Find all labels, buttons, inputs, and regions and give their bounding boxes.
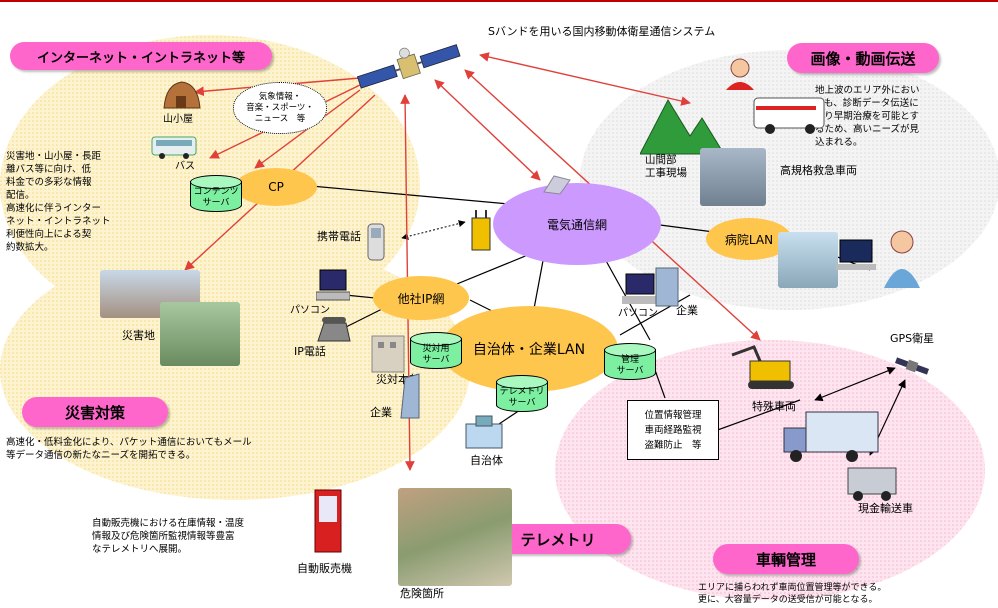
vehicle-function-text: 位置情報管理 車両経路監視 盗難防止 等 bbox=[644, 409, 702, 451]
telemetry-server-label: テレメトリ サーバ bbox=[499, 387, 545, 408]
telemetry-label: テレメトリ bbox=[485, 524, 631, 554]
rescue-workers-image bbox=[160, 302, 240, 366]
disaster-server-label: 災対用 サーバ bbox=[422, 344, 450, 365]
image-label: 画像・動画伝送 bbox=[787, 43, 939, 73]
contents-server: コンテンツ サーバ bbox=[190, 175, 242, 219]
gps-satellite-icon bbox=[895, 357, 929, 375]
image-desc: 地上波のエリア外におい ても、診断データ伝送に より早期治療を可能とす るため、… bbox=[815, 85, 920, 148]
hospital-image bbox=[778, 232, 838, 288]
construction-site-image bbox=[700, 148, 766, 206]
telemetry-desc: 自動販売機における在庫情報・温度 情報及び危険箇所監視情報等豊富 なテレメトリへ… bbox=[92, 518, 245, 555]
special-vehicle-image bbox=[731, 345, 794, 389]
content-bubble-text: 気象情報・ 音楽・スポーツ・ ニュース 等 bbox=[246, 91, 314, 124]
cp-label: CP bbox=[268, 180, 284, 194]
pasokon-label-2: パソコン bbox=[618, 308, 658, 319]
internet-desc: 災害地・山小屋・長距 離バス等に向け、低 料金での多彩な情報 配信。 高速化に伴… bbox=[6, 151, 111, 253]
mountain-hut-image bbox=[163, 81, 201, 109]
vending-label: 自動販売機 bbox=[297, 562, 352, 575]
danger-label: 危険箇所 bbox=[400, 587, 444, 600]
kigyo-label-1: 企業 bbox=[370, 406, 392, 419]
disaster-server: 災対用 サーバ bbox=[410, 332, 462, 376]
telecom-network-node: 電気通信網 bbox=[493, 183, 661, 265]
operator-image bbox=[726, 58, 754, 90]
kigyo-label-2: 企業 bbox=[676, 304, 698, 317]
saigaichi-label: 災害地 bbox=[122, 329, 155, 342]
yamagoya-label: 山小屋 bbox=[163, 114, 193, 125]
pasokon-label-1: パソコン bbox=[290, 305, 330, 316]
vehicle-label: 車輌管理 bbox=[713, 544, 859, 574]
hospital-lan-node: 病院LAN bbox=[706, 218, 792, 260]
management-server-label: 管理 サーバ bbox=[616, 355, 644, 376]
bus-image bbox=[151, 136, 197, 159]
vehicle-function-box: 位置情報管理 車両経路監視 盗難防止 等 bbox=[627, 400, 719, 460]
jichitai-label: 自治体 bbox=[470, 454, 503, 467]
satellite-icon bbox=[356, 44, 461, 89]
disaster-label: 災害対策 bbox=[22, 397, 168, 427]
local-gov-label: 自治体・企業LAN bbox=[472, 342, 586, 358]
disaster-desc: 高速化・低料金化により、パケット通信においてもメール 等データ通信の新たなニーズ… bbox=[6, 437, 252, 461]
vending-machine-image bbox=[314, 489, 342, 553]
internet-label: インターネット・イントラネット等 bbox=[10, 42, 272, 70]
cp-node: CP bbox=[235, 168, 317, 206]
mountain-image bbox=[640, 98, 724, 155]
other-ip-label: 他社IP網 bbox=[397, 291, 445, 306]
cash-transport-label: 現金輸送車 bbox=[858, 502, 913, 515]
telemetry-server: テレメトリ サーバ bbox=[496, 375, 548, 419]
computer-icon-1 bbox=[316, 269, 350, 301]
gps-label: GPS衛星 bbox=[890, 332, 935, 345]
truck-image bbox=[783, 411, 879, 462]
keitai-label: 携帯電話 bbox=[317, 230, 361, 243]
company-building-image-2 bbox=[655, 267, 679, 307]
contents-server-label: コンテンツ サーバ bbox=[193, 187, 239, 208]
other-ip-node: 他社IP網 bbox=[373, 276, 469, 320]
hospital-label: 病院LAN bbox=[724, 232, 774, 247]
content-bubble: 気象情報・ 音楽・スポーツ・ ニュース 等 bbox=[233, 82, 327, 134]
computer-icon-hospital bbox=[836, 239, 876, 270]
exchange-icon bbox=[543, 175, 571, 195]
cash-transport-image bbox=[847, 467, 897, 501]
disaster-hq-image bbox=[371, 335, 405, 373]
base-station-icon bbox=[471, 210, 491, 251]
sankan-label: 山間部 工事現場 bbox=[645, 154, 687, 179]
ip-phone-label: IP電話 bbox=[294, 345, 326, 358]
danger-site-image bbox=[398, 488, 512, 586]
computer-icon-2 bbox=[622, 273, 658, 304]
bus-label: バス bbox=[175, 161, 195, 172]
local-gov-building-image bbox=[465, 415, 503, 449]
ip-phone-icon bbox=[317, 317, 351, 342]
special-vehicle-label: 特殊車両 bbox=[752, 400, 796, 413]
telecom-label: 電気通信網 bbox=[546, 217, 607, 232]
vehicle-desc: エリアに捕らわれず車両位置管理等ができる。 更に、大容量データの送受信が可能とな… bbox=[698, 583, 887, 605]
doctor-image bbox=[884, 230, 920, 288]
management-server: 管理 サーバ bbox=[604, 343, 656, 387]
ambulance-label: 高規格救急車両 bbox=[780, 164, 857, 177]
ambulance-image bbox=[753, 97, 825, 134]
top-rule bbox=[0, 0, 998, 2]
company-building-image bbox=[400, 373, 420, 419]
mobile-phone-icon bbox=[367, 223, 385, 261]
diagram-title: Sバンドを用いる国内移動体衛星通信システム bbox=[488, 25, 716, 38]
